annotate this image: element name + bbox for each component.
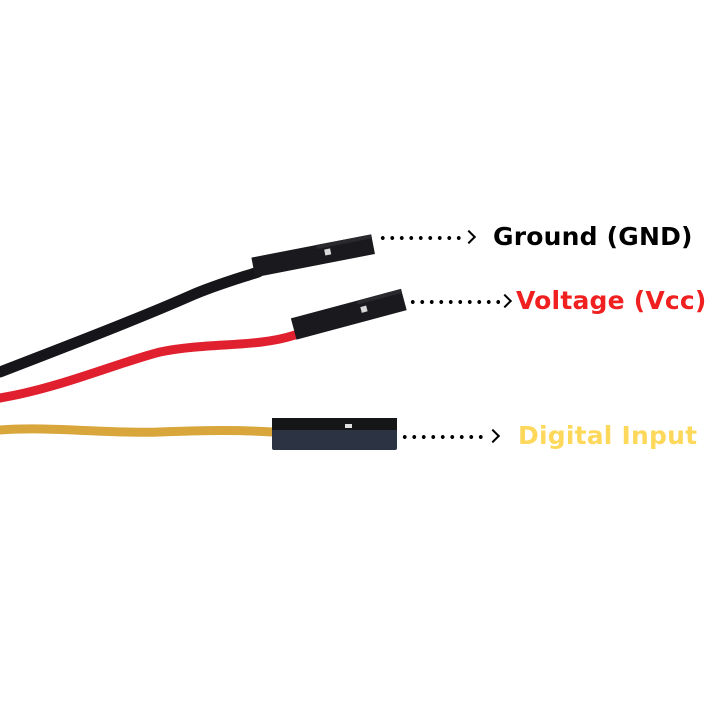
digital-arrow xyxy=(400,428,501,444)
ground-label: Ground (GND) xyxy=(493,222,693,251)
digital-connector xyxy=(272,418,397,450)
digital-input-label: Digital Input xyxy=(518,421,698,450)
ground-wire xyxy=(0,266,264,378)
digital-wire xyxy=(0,424,277,437)
ground-arrow xyxy=(378,229,478,245)
voltage-wire xyxy=(0,330,300,403)
ground-connector xyxy=(251,234,375,278)
voltage-arrow xyxy=(408,293,513,309)
voltage-connector xyxy=(290,288,407,340)
voltage-label: Voltage (Vcc) xyxy=(516,286,707,315)
